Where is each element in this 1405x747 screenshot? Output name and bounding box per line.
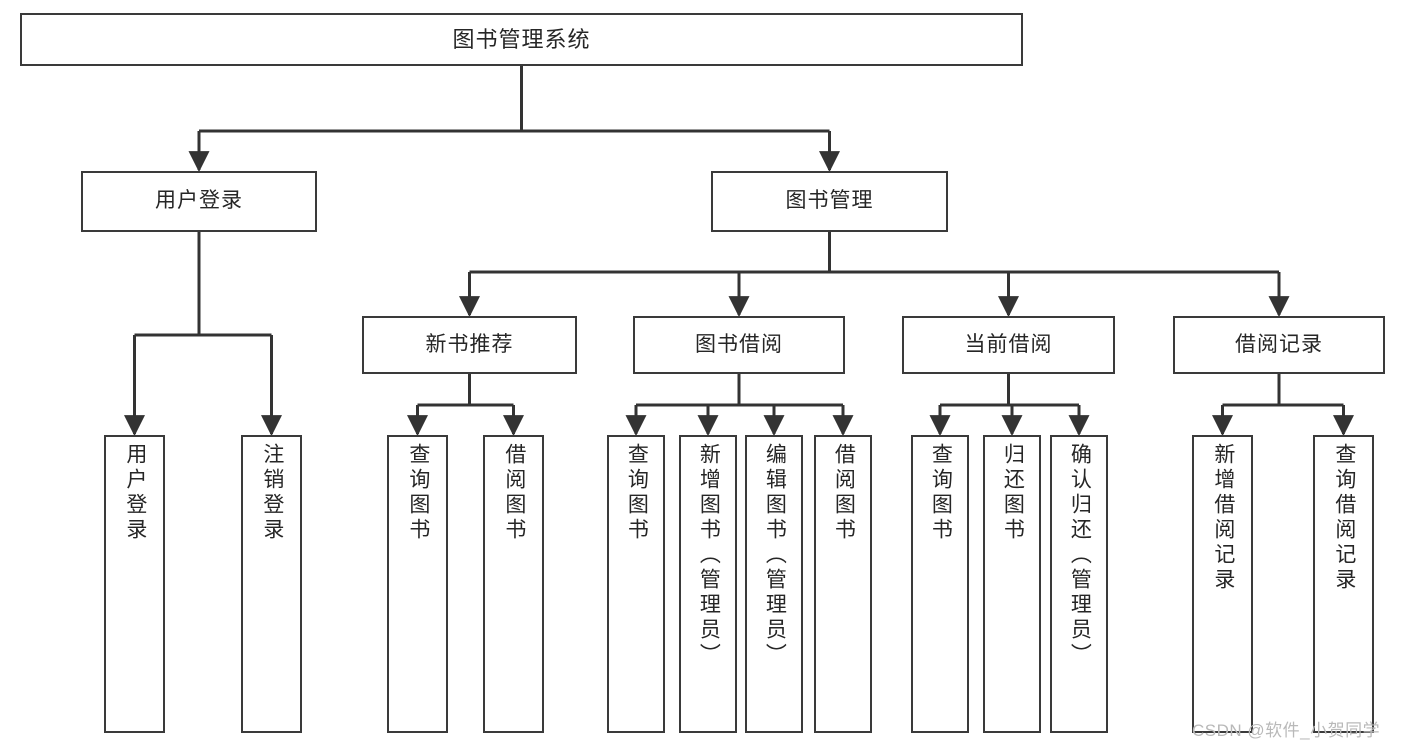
node-l-bb-edit[interactable]: 编辑图书（管理员）	[745, 435, 803, 733]
node-label: 图书借阅	[695, 332, 783, 356]
node-l-bb-borrow[interactable]: 借阅图书	[814, 435, 872, 733]
node-label: 借阅记录	[1235, 332, 1323, 356]
node-label: 查询图书	[406, 443, 430, 543]
csdn-watermark: CSDN @软件_小贺同学	[1192, 721, 1381, 740]
edge-group	[124, 66, 1354, 437]
node-n-book-manage[interactable]: 图书管理	[711, 171, 948, 232]
node-n-records[interactable]: 借阅记录	[1173, 316, 1385, 374]
node-l-user-login[interactable]: 用户登录	[104, 435, 165, 733]
node-n-user-login[interactable]: 用户登录	[81, 171, 317, 232]
node-label: 新增图书（管理员）	[697, 443, 721, 668]
node-l-cb-confirm[interactable]: 确认归还（管理员）	[1050, 435, 1108, 733]
node-l-rc-query[interactable]: 查询借阅记录	[1313, 435, 1374, 733]
node-label: 新增借阅记录	[1211, 443, 1235, 593]
node-n-current[interactable]: 当前借阅	[902, 316, 1115, 374]
node-label: 查询借阅记录	[1332, 443, 1356, 593]
node-n-borrow[interactable]: 图书借阅	[633, 316, 845, 374]
node-l-rc-add[interactable]: 新增借阅记录	[1192, 435, 1253, 733]
node-l-bb-query[interactable]: 查询图书	[607, 435, 665, 733]
node-label: 当前借阅	[964, 332, 1053, 356]
node-l-cb-return[interactable]: 归还图书	[983, 435, 1041, 733]
node-label: 新书推荐	[425, 332, 514, 356]
node-root[interactable]: 图书管理系统	[20, 13, 1023, 66]
node-label: 借阅图书	[832, 443, 856, 543]
node-label: 用户登录	[123, 443, 147, 543]
node-l-logout[interactable]: 注销登录	[241, 435, 302, 733]
node-label: 借阅图书	[502, 443, 526, 543]
node-label: 注销登录	[260, 443, 284, 543]
node-l-nb-query[interactable]: 查询图书	[387, 435, 448, 733]
node-label: 归还图书	[1001, 443, 1025, 543]
node-label: 查询图书	[929, 443, 953, 543]
node-l-nb-borrow[interactable]: 借阅图书	[483, 435, 544, 733]
node-l-cb-query[interactable]: 查询图书	[911, 435, 969, 733]
node-label: 编辑图书（管理员）	[763, 443, 787, 668]
node-label: 图书管理	[785, 189, 874, 213]
node-label: 查询图书	[625, 443, 649, 543]
node-label: 图书管理系统	[452, 26, 591, 52]
node-l-bb-add[interactable]: 新增图书（管理员）	[679, 435, 737, 733]
node-label: 确认归还（管理员）	[1068, 443, 1092, 668]
node-n-new-books[interactable]: 新书推荐	[362, 316, 577, 374]
node-label: 用户登录	[155, 189, 243, 213]
